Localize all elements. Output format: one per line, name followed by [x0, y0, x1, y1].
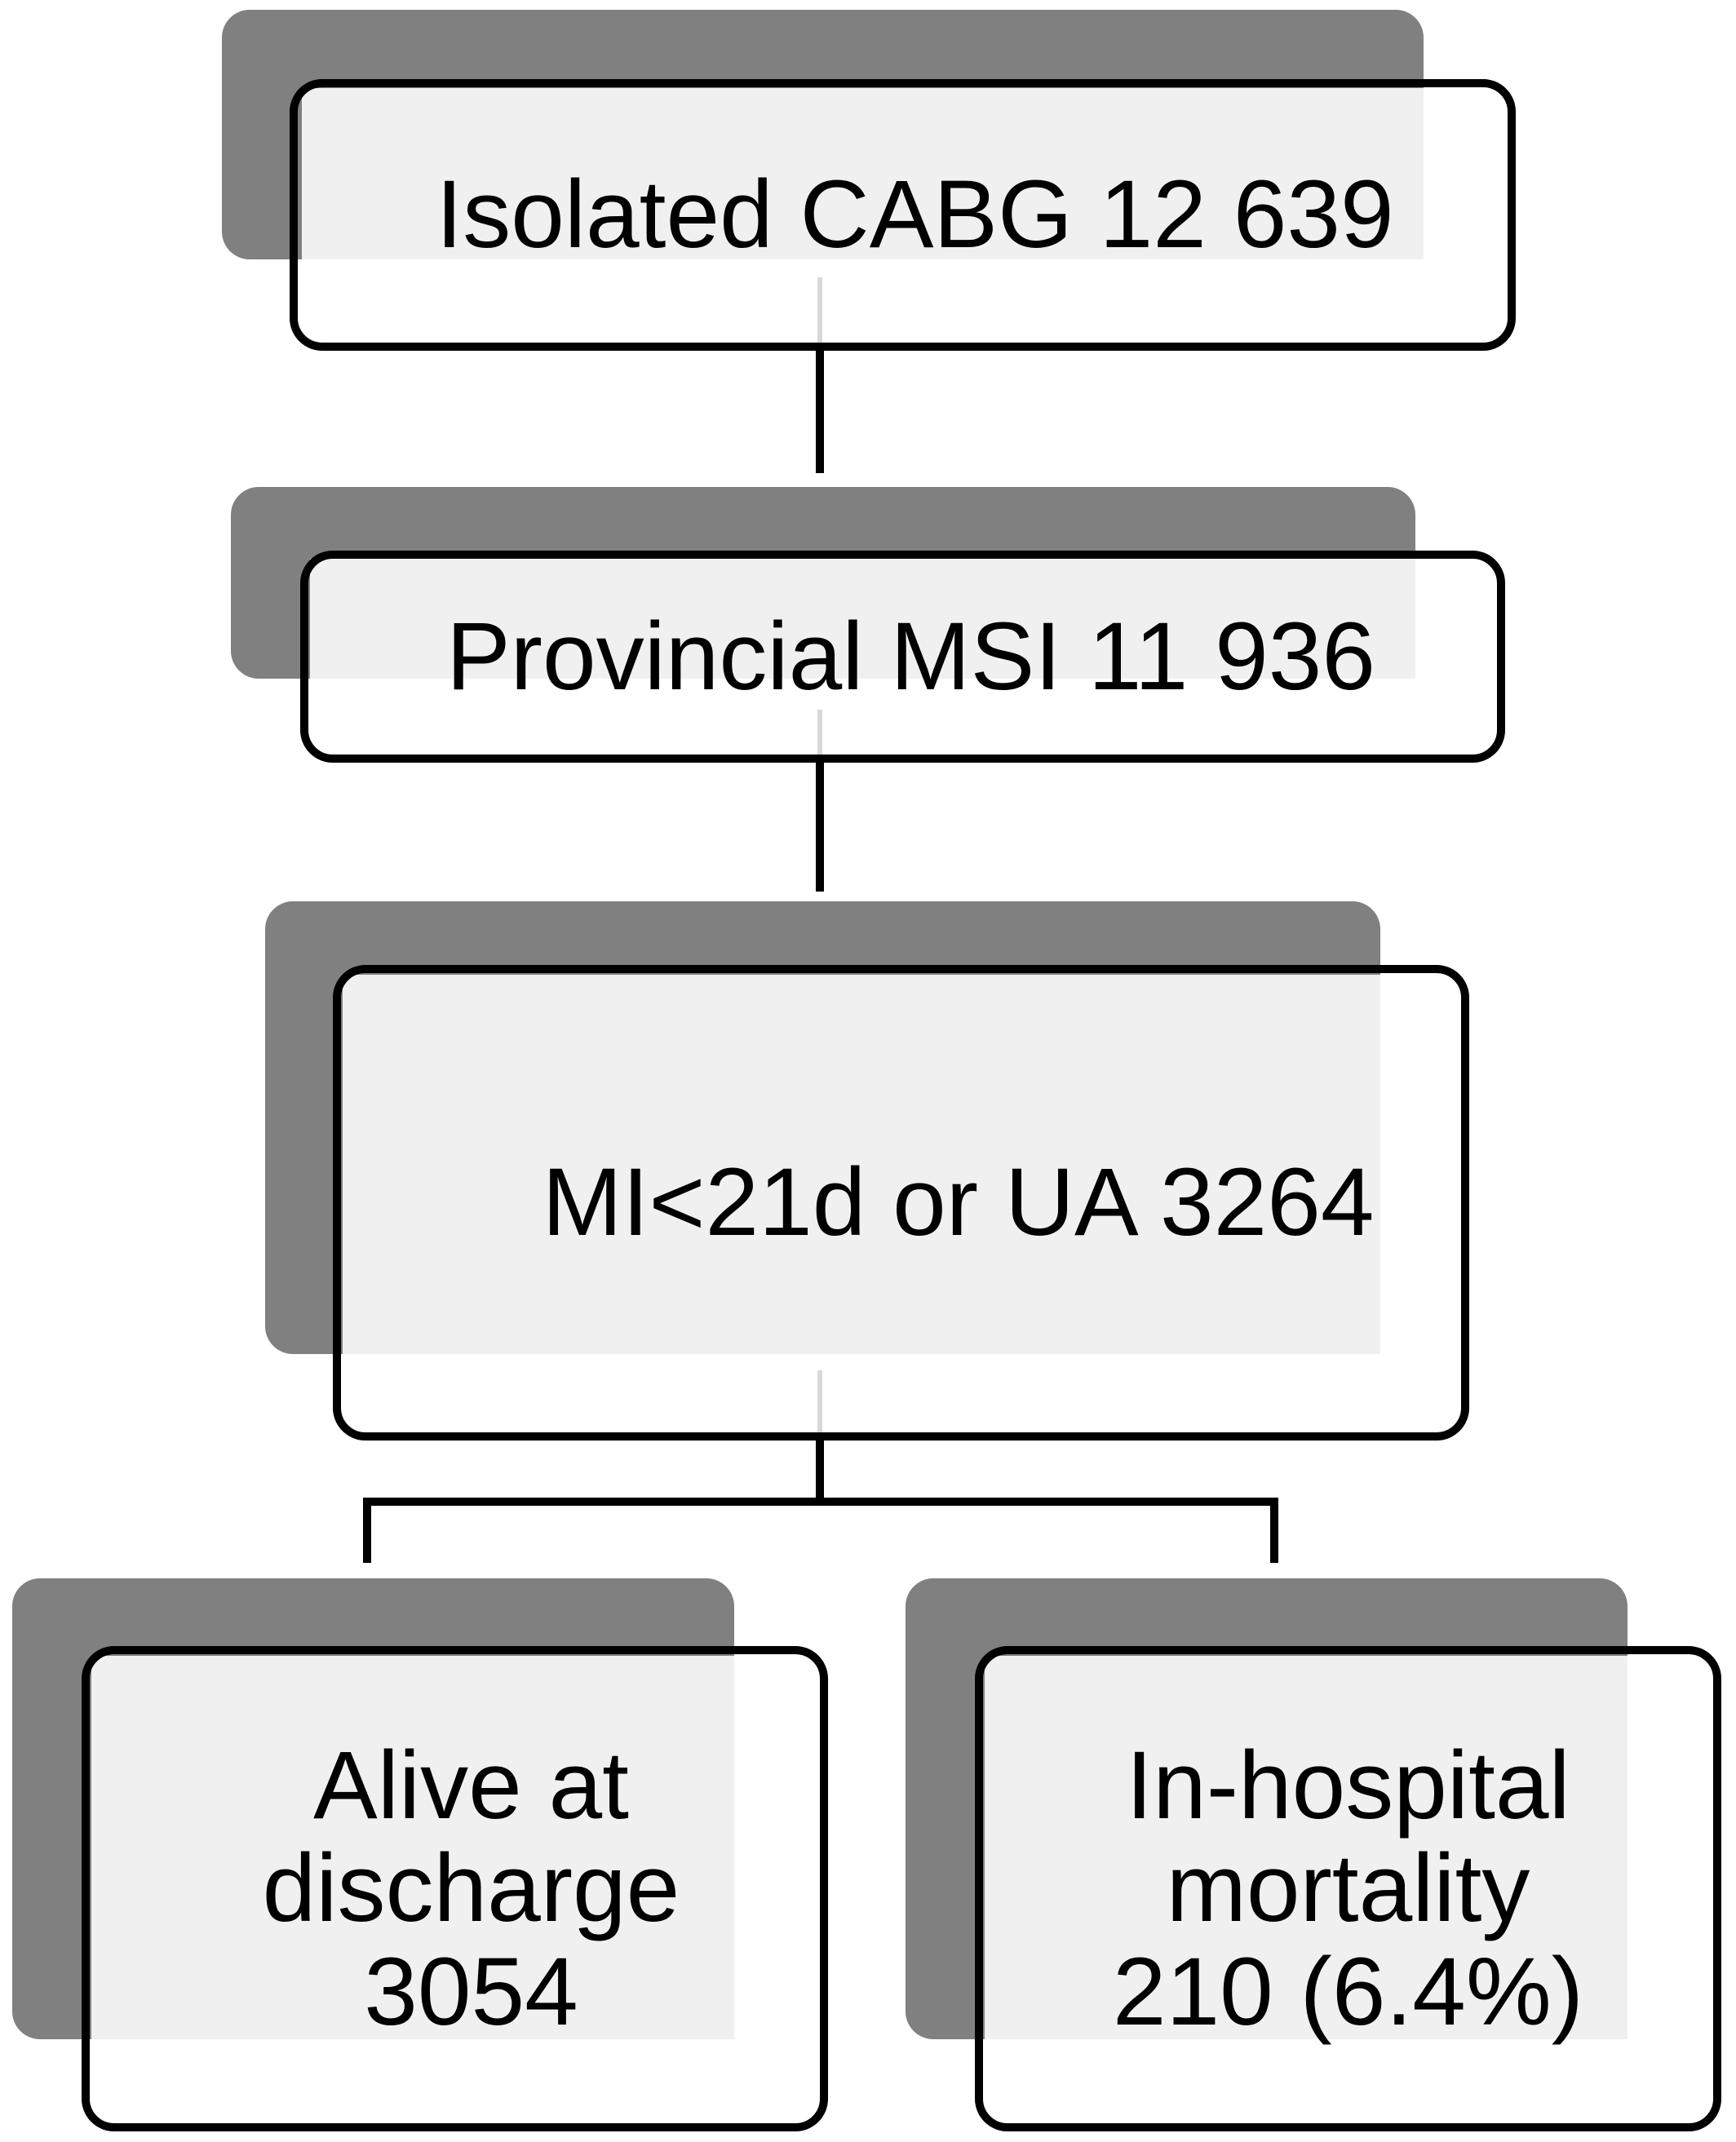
mortality-label-line1: In-hospital — [1126, 1732, 1570, 1840]
provincial-msi-label: Provincial MSI 11 936 — [445, 602, 1376, 710]
alive-node: Alive at discharge 3054 — [82, 1646, 828, 2131]
connector-branch-horizontal — [363, 1498, 1278, 1506]
isolated-cabg-label: Isolated CABG 12 639 — [436, 161, 1394, 269]
mortality-label-line2: mortality — [1166, 1834, 1530, 1943]
alive-label-line1: Alive at — [313, 1732, 629, 1840]
connector-msi-to-mi — [816, 763, 824, 892]
connector-branch-right — [1270, 1498, 1278, 1563]
isolated-cabg-node: Isolated CABG 12 639 — [290, 79, 1516, 351]
mortality-label: In-hospital mortality 210 (6.4%) — [1113, 1734, 1583, 2043]
mortality-node: In-hospital mortality 210 (6.4%) — [975, 1646, 1721, 2131]
mi-or-ua-label: MI<21d or UA 3264 — [542, 1148, 1375, 1257]
alive-label: Alive at discharge 3054 — [263, 1734, 680, 2043]
alive-label-line3: 3054 — [364, 1937, 578, 2046]
mi-or-ua-node: MI<21d or UA 3264 — [333, 965, 1469, 1441]
connector-mi-stem — [816, 1441, 824, 1502]
mortality-fill — [985, 1656, 1628, 2039]
provincial-msi-node: Provincial MSI 11 936 — [300, 551, 1505, 763]
mortality-label-line3: 210 (6.4%) — [1112, 1937, 1584, 2046]
provincial-msi-fill — [310, 559, 1415, 679]
alive-label-line2: discharge — [262, 1834, 680, 1943]
connector-cabg-to-msi — [816, 351, 824, 473]
isolated-cabg-fill — [302, 88, 1424, 259]
connector-branch-left — [363, 1498, 371, 1563]
alive-fill — [91, 1656, 734, 2039]
mi-or-ua-fill — [343, 975, 1380, 1354]
